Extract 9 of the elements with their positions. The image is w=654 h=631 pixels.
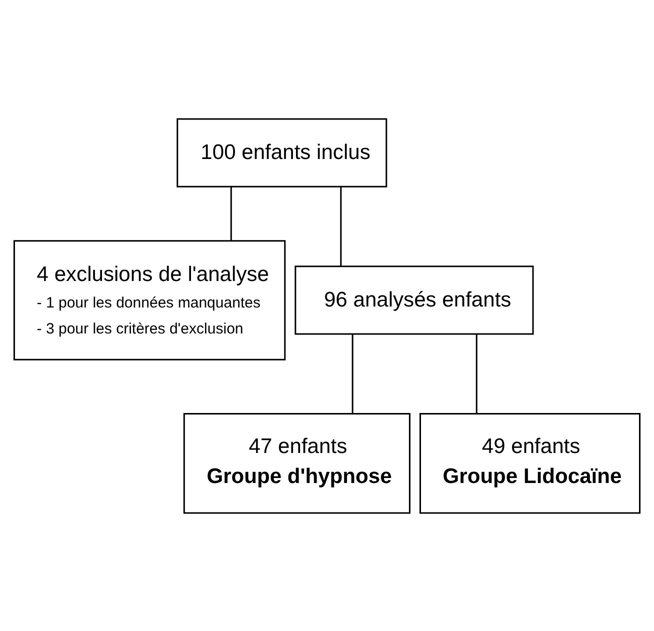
node-box: 47 enfants Groupe d'hypnose	[183, 412, 410, 514]
node-box: 100 enfants inclus	[176, 118, 388, 187]
connector	[476, 334, 478, 414]
node-box: 49 enfants Groupe Lidocaïne	[419, 412, 641, 514]
connector	[340, 186, 342, 266]
node-box: 96 analysés enfants	[294, 265, 534, 334]
connector	[230, 186, 232, 240]
connector	[352, 334, 354, 414]
node-box: 4 exclusions de l'analyse - 1 pour les données manquantes - 3 pour les critères d'exclusion	[13, 240, 286, 360]
